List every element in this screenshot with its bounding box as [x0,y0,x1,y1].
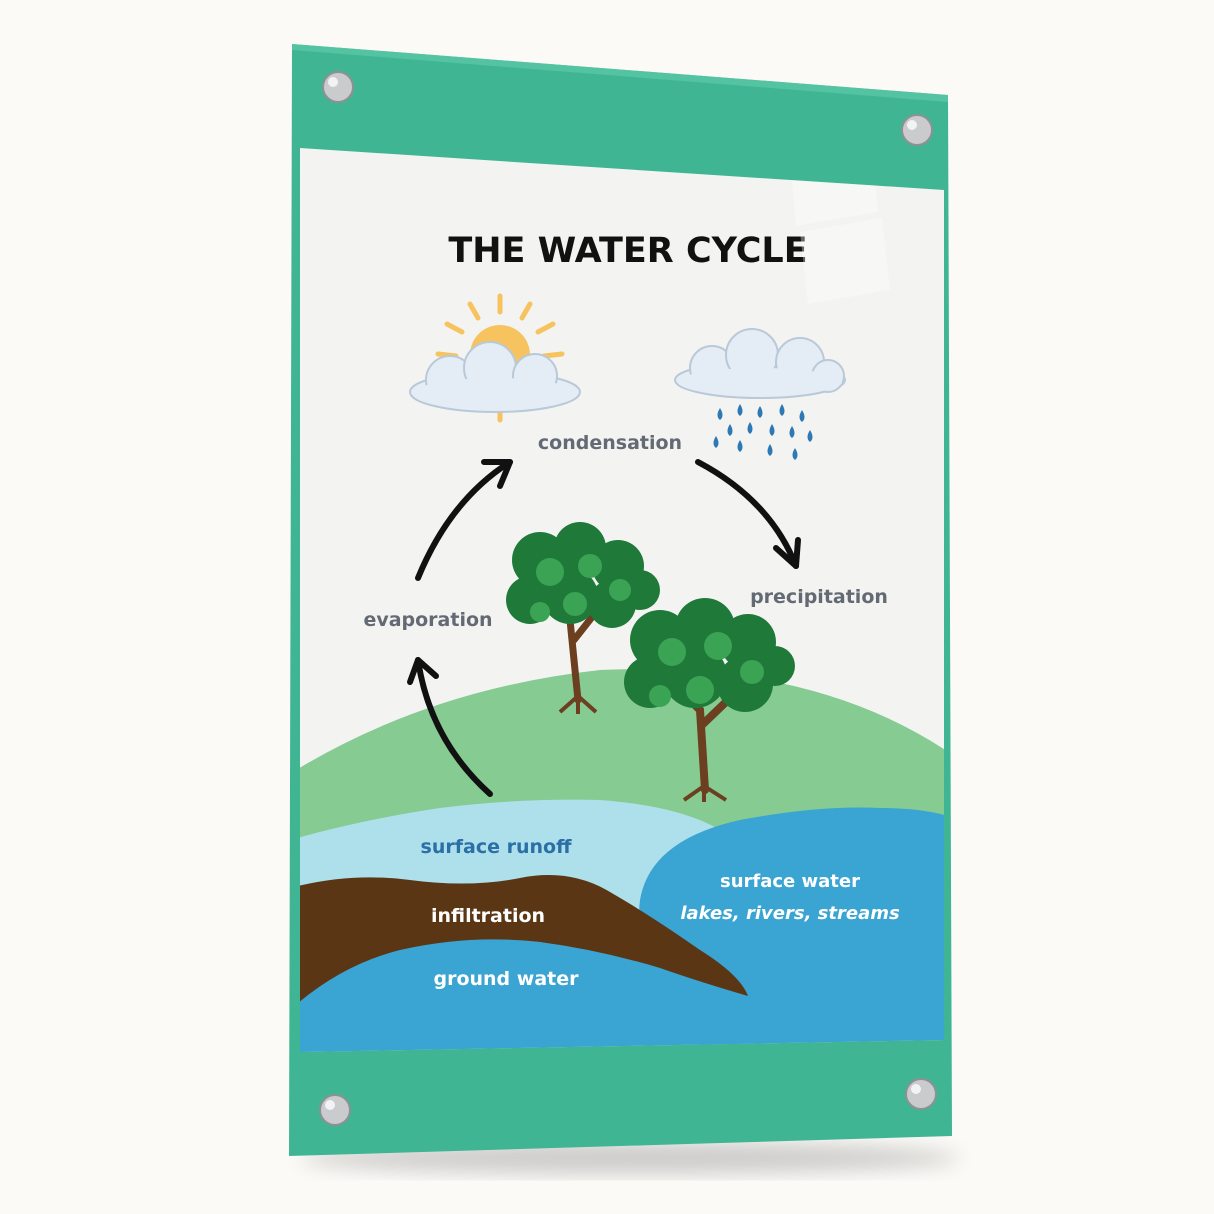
arrow-condensation-to-precipitation [695,459,801,569]
rain-cloud-icon [674,328,846,460]
frame-highlight [292,44,948,102]
standoff-screws [319,71,937,1126]
soil-infiltration-layer [300,875,748,1010]
arrow-runoff-to-evaporation [407,657,493,797]
tree-right-icon [624,598,795,802]
label-ground-water: ground water [433,968,579,990]
sun-cloud-icon [409,341,581,413]
tree-left-icon [506,522,660,714]
screw-icon [905,1078,937,1110]
arrow-evaporation-to-condensation [415,459,513,581]
label-condensation: condensation [538,432,682,454]
poster: THE WATER CYCLE condensation precipitati… [300,148,944,1052]
screw-icon [322,71,354,103]
page-title: THE WATER CYCLE [448,231,807,271]
surface-water-area [639,807,944,1052]
ground-water-area [300,937,760,1052]
raindrops-icon [713,404,813,460]
label-precipitation: precipitation [750,586,888,608]
label-infiltration: infiltration [431,905,545,927]
label-surface-runoff: surface runoff [421,836,573,858]
screw-icon [901,114,933,146]
label-surface-water-examples: lakes, rivers, streams [680,903,900,924]
label-surface-water: surface water [720,871,860,892]
label-evaporation: evaporation [363,609,492,631]
screw-icon [319,1094,351,1126]
